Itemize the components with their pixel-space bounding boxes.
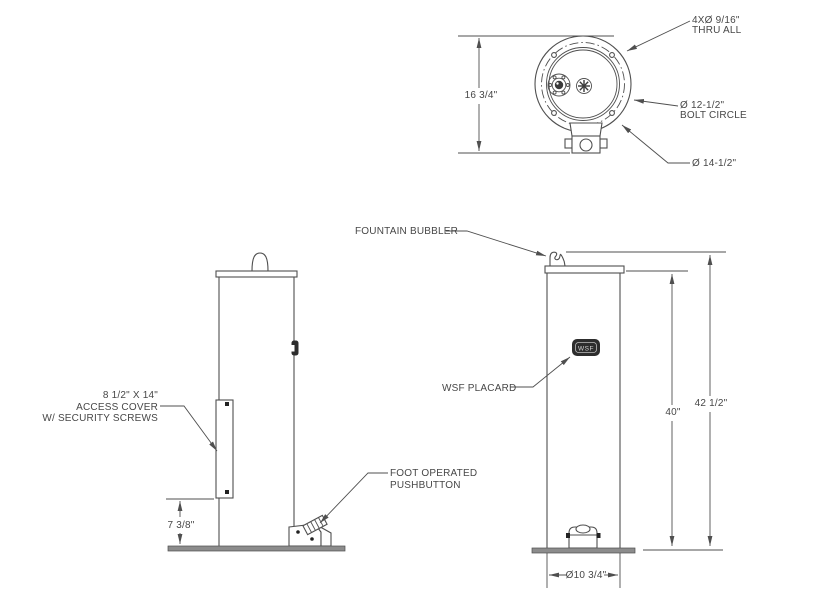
cap-side-view [215, 270, 298, 278]
dim-40: 40" [626, 270, 688, 546]
side-view: 8 1/2" X 14" ACCESS COVER W/ SECURITY SC… [42, 252, 477, 552]
bolt-circle-centerline [541, 42, 625, 126]
rim-outer-circle [546, 47, 620, 121]
thru-holes-line2: THRU ALL [692, 25, 742, 36]
label-foot-pushbutton: FOOT OPERATED PUSHBUTTON [319, 468, 477, 524]
pushbutton-line1: FOOT OPERATED [390, 468, 477, 479]
dim-base-dia: Ø10 3/4" [546, 553, 621, 588]
top-view: 16 3/4" 4XØ 9/16" THRU ALL Ø 12-1/2" BOL… [458, 15, 747, 169]
access-cover [215, 399, 234, 499]
cap-front-view [544, 265, 625, 274]
thru-holes-line1: 4XØ 9/16" [692, 15, 740, 26]
outer-dia-text: Ø 14-1/2" [692, 158, 737, 169]
dim-7-3-8: 7 3/8" [166, 498, 214, 544]
dim-16-3-4: 16 3/4" [458, 35, 614, 154]
dim-42-1-2-text: 42 1/2" [695, 398, 728, 409]
base-plate-front-view [531, 547, 636, 554]
bubbler-top-view [547, 73, 571, 97]
bolt-holes [551, 52, 615, 116]
fountain-bubbler-text: FOUNTAIN BUBBLER [355, 226, 458, 237]
bubbler-head [554, 80, 564, 90]
foot-pedal-front-view [566, 524, 601, 549]
label-fountain-bubbler: FOUNTAIN BUBBLER [355, 226, 547, 257]
dim-16-3-4-text: 16 3/4" [465, 90, 498, 101]
drain-strainer-top-view [576, 78, 592, 94]
wsf-placard-label-text: WSF PLACARD [442, 383, 516, 394]
dim-40-text: 40" [665, 407, 681, 418]
wsf-placard-text: WSF [578, 346, 594, 353]
dim-7-3-8-text: 7 3/8" [168, 520, 195, 531]
bolt-circle-line2: BOLT CIRCLE [680, 110, 747, 121]
placard-edge-side-view [291, 340, 299, 356]
security-screw-bottom [225, 490, 229, 494]
callout-thru-holes: 4XØ 9/16" THRU ALL [626, 15, 742, 52]
callout-outer-dia: Ø 14-1/2" [621, 124, 737, 169]
bolt-circle-line1: Ø 12-1/2" [680, 100, 725, 111]
access-cover-line3: W/ SECURITY SCREWS [42, 413, 158, 424]
base-plate-side-view [167, 545, 346, 552]
security-screw-top [225, 402, 229, 406]
callout-bolt-circle: Ø 12-1/2" BOLT CIRCLE [633, 98, 747, 121]
bubbler-front-view [549, 251, 566, 267]
label-wsf-placard: WSF PLACARD [442, 356, 571, 394]
bubbler-side-view [251, 252, 269, 272]
access-cover-line2: ACCESS COVER [76, 402, 158, 413]
dim-base-dia-text: Ø10 3/4" [566, 570, 607, 581]
wsf-placard: WSF [572, 339, 600, 356]
dim-42-1-2: 42 1/2" [566, 251, 728, 546]
label-access-cover: 8 1/2" X 14" ACCESS COVER W/ SECURITY SC… [42, 390, 218, 452]
front-view: WSF FOUNTAIN BUBBLER WSF PLACARD 40" [355, 226, 728, 588]
pushbutton-line2: PUSHBUTTON [390, 480, 461, 491]
access-cover-line1: 8 1/2" X 14" [103, 390, 158, 401]
foot-pedal-housing-top-view [564, 122, 608, 154]
